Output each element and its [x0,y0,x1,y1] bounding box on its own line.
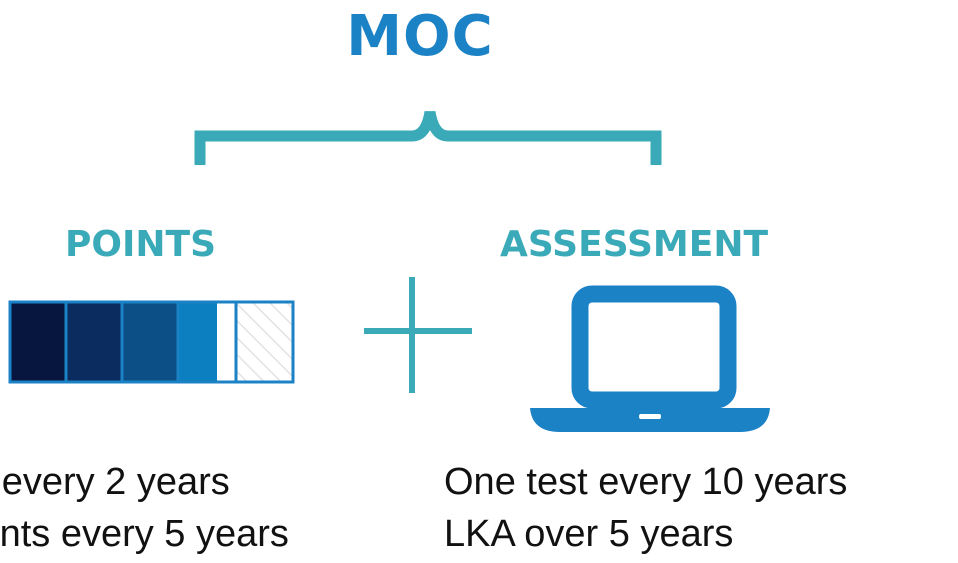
laptop-icon [530,285,770,432]
bar-segment-empty [217,302,236,382]
bar-segment [10,302,66,382]
progress-bar-icon [8,300,295,384]
bar-segment-empty [236,302,293,382]
bar-segment [178,302,217,382]
bar-segment [66,302,122,382]
diagram-title: MOC [346,4,494,69]
points-line-2: oints every 5 years [0,513,289,555]
points-line-1: e every 2 years [0,461,230,503]
bar-outline [8,300,295,384]
assessment-heading: ASSESSMENT [500,224,769,265]
plus-icon [364,277,472,393]
assessment-description: One test every 10 years LKA over 5 years [444,456,847,560]
assessment-line-1: One test every 10 years [444,461,848,503]
bar-segment [122,302,178,382]
points-description: e every 2 years oints every 5 years [0,456,289,560]
assessment-line-2: LKA over 5 years [444,513,734,555]
points-heading: POINTS [65,224,216,265]
curly-brace-icon [194,110,662,165]
